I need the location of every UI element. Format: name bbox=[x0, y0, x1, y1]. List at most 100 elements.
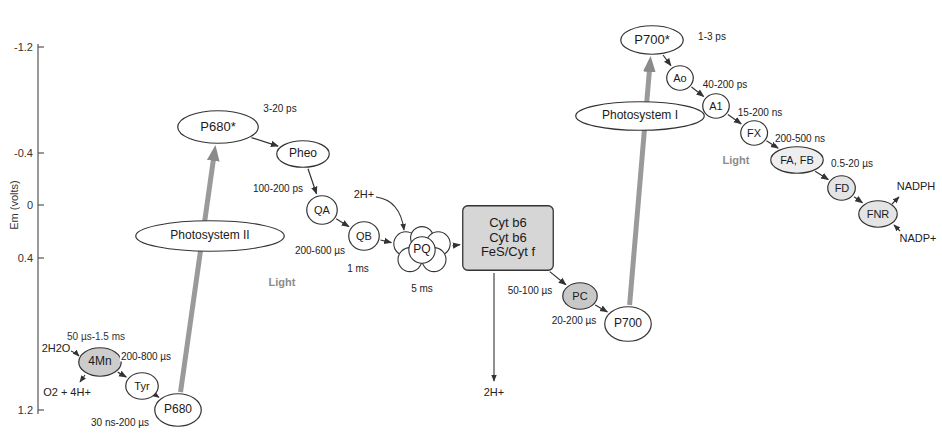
transfer-time: 200-800 µs bbox=[120, 351, 172, 362]
carrier-ellipse bbox=[307, 196, 338, 225]
node-label: FNR bbox=[867, 208, 890, 221]
carrier-ellipse bbox=[349, 222, 380, 251]
axis-tick-label: 0 bbox=[27, 199, 33, 211]
axis-tick-label: 1.2 bbox=[18, 404, 33, 416]
transfer-time: 15-200 ns bbox=[737, 107, 783, 118]
node-label: P700* bbox=[634, 33, 669, 48]
transfer-time: 5 ms bbox=[410, 283, 434, 294]
reaction-center: P680 bbox=[154, 393, 202, 427]
carrier-ellipse bbox=[178, 111, 259, 144]
electron-transfer-arrow bbox=[380, 240, 391, 243]
node-label: Ao bbox=[673, 72, 686, 85]
nadph-arrow bbox=[892, 197, 899, 204]
node-label: Tyr bbox=[134, 380, 149, 393]
light-label: Light bbox=[723, 154, 750, 166]
complex-box bbox=[463, 206, 554, 271]
proton-release-arrow bbox=[493, 273, 494, 381]
axis-tick bbox=[38, 152, 44, 153]
carrier-ellipse bbox=[605, 307, 652, 342]
axis-tick-label: -1.2 bbox=[14, 41, 33, 53]
node-label: PQ bbox=[413, 243, 430, 257]
transfer-time: 100-200 ps bbox=[252, 183, 304, 194]
carrier-circle: Ao bbox=[666, 65, 694, 91]
proton-uptake-arrow bbox=[376, 197, 404, 230]
electron-transfer-arrow bbox=[252, 138, 279, 146]
transfer-time: 50 µs-1.5 ms bbox=[67, 331, 125, 342]
electron-transfer-arrow bbox=[156, 395, 159, 397]
carrier-circle: QA bbox=[306, 195, 338, 225]
axis-tick bbox=[38, 204, 44, 205]
carrier-ellipse bbox=[741, 121, 768, 146]
carrier-circle: QB bbox=[348, 221, 380, 251]
transfer-time: 3-20 ps bbox=[262, 103, 297, 114]
carrier-circle: Tyr bbox=[125, 372, 159, 400]
reactant-label: 2H2O bbox=[42, 342, 71, 354]
carrier-circle: A1 bbox=[702, 93, 730, 119]
node-label: Photosystem II bbox=[170, 229, 249, 243]
reaction-center: P700 bbox=[604, 306, 652, 342]
node-label: P700 bbox=[614, 317, 642, 331]
carrier-ellipse bbox=[667, 66, 694, 91]
node-label: Cyt b6 Cyt b6 FeS/Cyt f bbox=[478, 216, 538, 261]
carrier-ellipse bbox=[155, 394, 202, 427]
node-label: FD bbox=[835, 182, 850, 195]
excited-reaction-center: P680* bbox=[177, 110, 259, 144]
carrier-circle: PC bbox=[562, 282, 598, 310]
node-label: QB bbox=[356, 230, 372, 243]
axis-tick bbox=[38, 257, 44, 258]
node-label: P680 bbox=[164, 403, 192, 417]
node-label: FA, FB bbox=[780, 154, 814, 167]
node-label: A1 bbox=[709, 100, 722, 113]
carrier-ellipse bbox=[277, 141, 330, 168]
transfer-time: 50-100 µs bbox=[507, 285, 554, 296]
node-label: Pheo bbox=[289, 147, 317, 161]
node-label: 4Mn bbox=[88, 355, 111, 369]
reactant-label: NADP+ bbox=[900, 232, 937, 244]
carrier-circle: FA, FB bbox=[770, 146, 824, 174]
product-label: O2 + 4H+ bbox=[43, 386, 91, 398]
electron-transfer-arrow bbox=[453, 245, 460, 246]
electron-transfer-arrow bbox=[663, 55, 671, 66]
carrier-circle: FX bbox=[740, 120, 768, 146]
axis-tick bbox=[38, 46, 44, 47]
carrier-ellipse bbox=[703, 94, 730, 119]
electron-transfer-arrow bbox=[336, 219, 349, 227]
node-label: PC bbox=[572, 290, 587, 303]
electron-transfer-arrow bbox=[118, 372, 127, 377]
transfer-time: 200-500 ns bbox=[774, 133, 826, 144]
carrier-ellipse bbox=[136, 221, 285, 252]
excited-reaction-center: P700* bbox=[620, 25, 684, 55]
product-label: NADPH bbox=[897, 180, 936, 192]
transfer-time: 1-3 ps bbox=[697, 31, 727, 42]
manganese-cluster: 4Mn bbox=[78, 347, 122, 377]
proton-label: 2H+ bbox=[484, 386, 505, 398]
transfer-time: 30 ns-200 µs bbox=[90, 417, 150, 428]
axis-tick-label: 0.4 bbox=[18, 252, 33, 264]
transfer-time: 40-200 ps bbox=[702, 79, 748, 90]
carrier-ellipse bbox=[126, 373, 159, 400]
carrier-ellipse bbox=[621, 26, 684, 55]
axis-line bbox=[37, 44, 38, 414]
light-label: Light bbox=[269, 276, 296, 288]
electron-transfer-arrow bbox=[854, 197, 862, 203]
carrier-ellipse bbox=[576, 102, 705, 131]
carrier-ellipse bbox=[563, 283, 598, 310]
carrier-circle: FD bbox=[827, 175, 856, 201]
photosystem-ellipse: Photosystem I bbox=[575, 101, 705, 131]
carrier-ellipse bbox=[79, 348, 122, 377]
axis-tick-label: -0.4 bbox=[14, 147, 33, 159]
transfer-time: 0.5-20 µs bbox=[830, 158, 874, 169]
carrier-ellipse bbox=[859, 201, 898, 228]
axis-tick bbox=[38, 409, 44, 410]
axis-title: Em (volts) bbox=[8, 180, 20, 230]
oxygen-arrow bbox=[80, 375, 85, 382]
enzyme-circle: FNR bbox=[858, 200, 898, 228]
transfer-time: 20-200 µs bbox=[551, 315, 598, 326]
electron-transfer-arrow bbox=[550, 272, 566, 285]
quinone-circle bbox=[409, 237, 435, 263]
carrier-ellipse bbox=[828, 176, 856, 201]
light-excitation-arrow bbox=[630, 64, 650, 305]
electron-transfer-arrow bbox=[815, 171, 828, 179]
node-label: FX bbox=[747, 127, 761, 140]
